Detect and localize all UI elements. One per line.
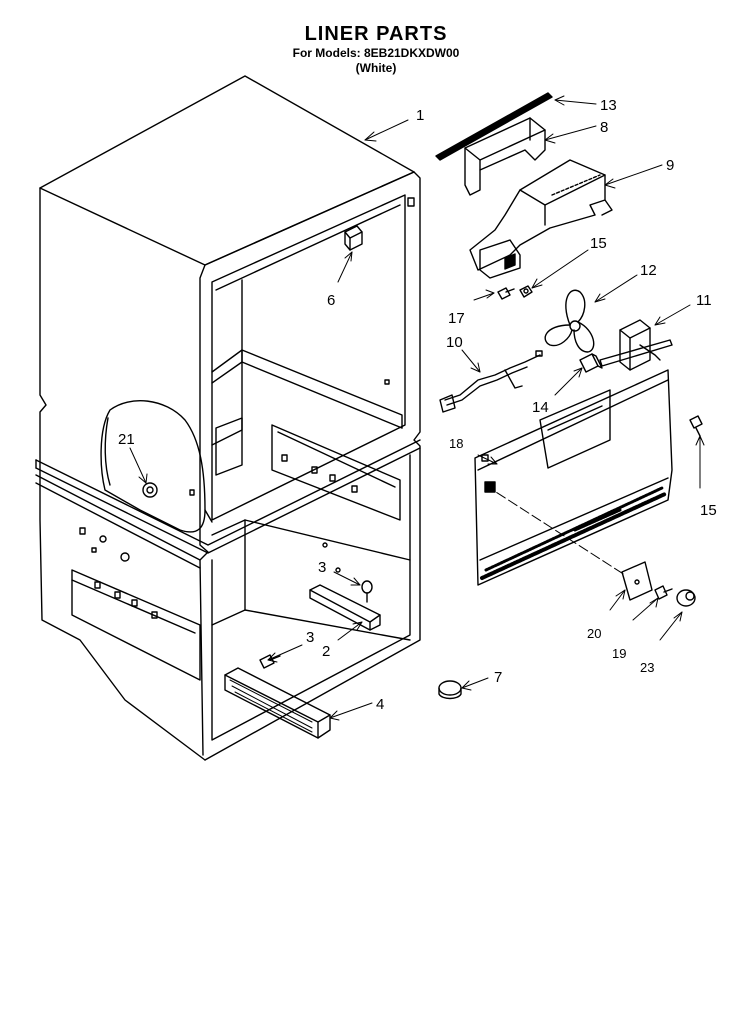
title-block: LINER PARTS For Models: 8EB21DKXDW00 (Wh… bbox=[0, 22, 752, 76]
part-18-evaporator-cover bbox=[474, 369, 673, 586]
part-21-socket bbox=[142, 482, 158, 498]
part-13-strip bbox=[435, 92, 553, 161]
callout-2: 2 bbox=[322, 643, 330, 660]
model-color: (White) bbox=[355, 61, 397, 75]
callout-14: 14 bbox=[532, 399, 549, 416]
callout-9: 9 bbox=[666, 157, 674, 174]
callout-18: 18 bbox=[449, 436, 463, 451]
callout-19: 19 bbox=[612, 646, 626, 661]
leader-lines bbox=[129, 95, 705, 721]
part-10-wire-harness bbox=[439, 350, 543, 413]
part-11-motor-bracket bbox=[599, 319, 673, 371]
callout-21: 21 bbox=[118, 431, 135, 448]
part-17-screw bbox=[497, 287, 515, 300]
part-8-cover bbox=[464, 117, 546, 196]
cabinet-liner bbox=[35, 75, 421, 761]
callout-7: 7 bbox=[494, 669, 502, 686]
callout-17: 17 bbox=[448, 310, 465, 327]
part-4-grille bbox=[224, 667, 331, 739]
callout-labels: 1 13 8 9 15 12 11 17 10 14 18 15 20 19 2… bbox=[118, 97, 717, 713]
part-20-plate bbox=[621, 561, 653, 601]
callout-3-upper: 3 bbox=[318, 559, 326, 576]
part-9-duct bbox=[469, 159, 613, 279]
callout-6: 6 bbox=[327, 292, 335, 309]
callout-3-lower: 3 bbox=[306, 629, 314, 646]
callout-20: 20 bbox=[587, 626, 601, 641]
callout-1: 1 bbox=[416, 107, 424, 124]
callout-23: 23 bbox=[640, 660, 654, 675]
diagram-title: LINER PARTS bbox=[304, 23, 448, 45]
callout-13: 13 bbox=[600, 97, 617, 114]
part-2-bracket bbox=[309, 584, 381, 631]
part-23-knob bbox=[676, 589, 696, 607]
part-19-screw bbox=[654, 585, 673, 600]
callout-15-upper: 15 bbox=[590, 235, 607, 252]
model-number: For Models: 8EB21DKXDW00 bbox=[292, 46, 460, 60]
callout-10: 10 bbox=[446, 334, 463, 351]
part-3-screw-lower bbox=[259, 654, 281, 669]
callout-4: 4 bbox=[376, 696, 384, 713]
part-15-screw-lower bbox=[689, 415, 703, 437]
part-14-shaft bbox=[579, 353, 603, 373]
callout-12: 12 bbox=[640, 262, 657, 279]
part-15-grommet-upper bbox=[519, 285, 533, 298]
callout-11: 11 bbox=[696, 292, 712, 309]
callout-8: 8 bbox=[600, 119, 608, 136]
part-12-fan-blade bbox=[544, 289, 595, 353]
part-7-plug bbox=[438, 680, 462, 700]
callout-15-lower: 15 bbox=[700, 502, 717, 519]
part-3-screw-upper bbox=[361, 580, 373, 603]
part-6-switch bbox=[344, 197, 415, 251]
